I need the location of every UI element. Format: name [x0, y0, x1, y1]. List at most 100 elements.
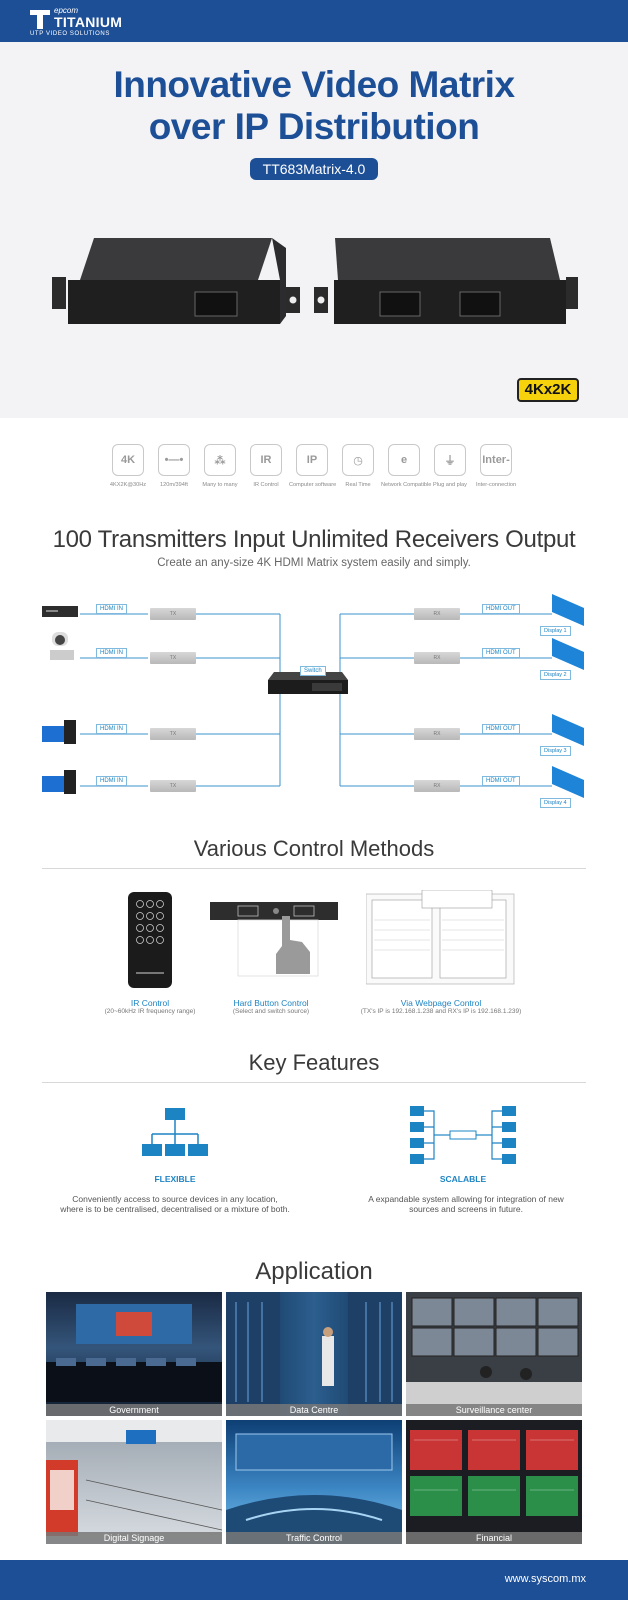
hard-button-icon: [210, 902, 338, 977]
titanium-logo-icon: [30, 10, 50, 29]
top-banner: epcom TITANIUM UTP VIDEO SOLUTIONS: [0, 0, 628, 42]
key-features-divider: [42, 1082, 586, 1083]
computer-icon-2: [42, 770, 76, 794]
app-tile-traffic-control: Traffic Control: [226, 1420, 402, 1544]
many-to-many-icon: ⁂: [204, 444, 236, 476]
app-caption-digital-signage: Digital Signage: [46, 1532, 222, 1544]
control-divider: [42, 868, 586, 869]
feature-item: IR IR Control: [243, 444, 289, 488]
rx-box-4: RX: [414, 780, 460, 792]
scalable-icon: [410, 1106, 516, 1164]
surveillance-photo: [406, 1297, 582, 1416]
bluray-player-icon: [42, 606, 78, 617]
tx-box-2: TX: [150, 652, 196, 664]
switch-tag: Switch: [300, 666, 326, 676]
model-badge: TT683Matrix-4.0: [250, 158, 378, 180]
feature-label: Many to many: [202, 482, 238, 488]
webpage-control-sub: (TX's IP is 192.168.1.238 and RX's IP is…: [360, 1008, 522, 1015]
hero-section: Innovative Video Matrix over IP Distribu…: [0, 42, 628, 418]
financial-photo: [410, 1430, 578, 1516]
hard-button-sub: (Select and switch source): [232, 1008, 310, 1015]
scalable-title: SCALABLE: [439, 1174, 487, 1184]
app-tile-government: Government: [46, 1292, 222, 1416]
feature-label: Computer software: [289, 482, 337, 488]
tx-box-1: TX: [150, 608, 196, 620]
tx-box-3: TX: [150, 728, 196, 740]
government-photo: [46, 1304, 222, 1402]
rx-box-2: RX: [414, 652, 460, 664]
scalable-desc: A expandable system allowing for integra…: [336, 1194, 596, 1214]
flexible-desc-line2: where is to be centralised, decentralise…: [60, 1204, 290, 1214]
feature-label: IR Control: [253, 482, 279, 488]
key-features-heading: Key Features: [248, 1050, 380, 1075]
footer-bar: www.syscom.mx: [0, 1560, 628, 1600]
display-label-3: Display 3: [540, 746, 571, 756]
digital-signage-photo: [46, 1420, 222, 1536]
app-tile-digital-signage: Digital Signage: [46, 1420, 222, 1544]
hdmi-in-tag-3: HDMI IN: [96, 724, 127, 734]
display-icon-4: [552, 766, 584, 798]
matrix-subtitle: Create an any-size 4K HDMI Matrix system…: [157, 557, 471, 569]
clock-icon: ◷: [342, 444, 374, 476]
feature-label: Network Compatible: [381, 482, 432, 488]
app-tile-data-centre: Data Centre: [226, 1292, 402, 1416]
brand-tagline: UTP VIDEO SOLUTIONS: [30, 31, 110, 37]
webpage-screenshot-icon: [366, 890, 515, 985]
scalable-desc-line2: sources and screens in future.: [409, 1204, 523, 1214]
feature-item: •—• 120m/394ft: [151, 444, 197, 488]
app-caption-data-centre: Data Centre: [226, 1404, 402, 1416]
browser-icon: e: [388, 444, 420, 476]
hdmi-out-tag-4: HDMI OUT: [482, 776, 520, 786]
plug-icon: ⏚: [434, 444, 466, 476]
webpage-control-label: Via Webpage Control: [400, 998, 482, 1008]
camera-icon: [50, 632, 74, 660]
4k-icon: 4K: [112, 444, 144, 476]
footer-url-link[interactable]: www.syscom.mx: [504, 1573, 586, 1585]
feature-item: ◷ Real Time: [335, 444, 381, 488]
diagram-lines: [42, 594, 584, 798]
cable-icon: •—•: [158, 444, 190, 476]
feature-label: 120m/394ft: [160, 482, 188, 488]
receiver-device: [314, 238, 578, 324]
transmitter-device: [52, 238, 300, 324]
display-label-2: Display 2: [540, 670, 571, 680]
feature-item: IP Computer software: [289, 444, 337, 488]
feature-item: ⁂ Many to many: [197, 444, 243, 488]
feature-item: Inter-Inter-connection: [473, 444, 519, 488]
app-caption-financial: Financial: [406, 1532, 582, 1544]
rx-box-1: RX: [414, 608, 460, 620]
display-label-1: Display 1: [540, 626, 571, 636]
product-image: [52, 238, 578, 324]
hdmi-in-tag-1: HDMI IN: [96, 604, 127, 614]
rx-box-3: RX: [414, 728, 460, 740]
tx-box-4: TX: [150, 780, 196, 792]
flexible-desc-line1: Conveniently access to source devices in…: [72, 1194, 278, 1204]
titanium-logo[interactable]: epcom TITANIUM UTP VIDEO SOLUTIONS: [30, 6, 122, 38]
application-heading: Application: [255, 1258, 373, 1285]
display-icon-1: [552, 594, 584, 626]
feature-label: Plug and play: [433, 482, 467, 488]
app-tile-surveillance: Surveillance center: [406, 1292, 582, 1416]
hdmi-in-tag-2: HDMI IN: [96, 648, 127, 658]
app-caption-traffic-control: Traffic Control: [226, 1532, 402, 1544]
ir-icon: IR: [250, 444, 282, 476]
computer-icon-1: [42, 720, 76, 744]
ip-icon: IP: [296, 444, 328, 476]
ir-remote-icon: [128, 892, 172, 988]
feature-item: ⏚ Plug and play: [427, 444, 473, 488]
feature-label: Real Time: [345, 482, 371, 488]
hero-title: Innovative Video Matrix over IP Distribu…: [0, 64, 628, 148]
control-heading: Various Control Methods: [193, 836, 435, 861]
flexible-icon: [142, 1108, 208, 1156]
display-icon-2: [552, 638, 584, 670]
4k-badge: 4Kx2K: [517, 378, 579, 402]
display-icon-3: [552, 714, 584, 746]
feature-label: Inter-connection: [475, 482, 517, 488]
flexible-title: FLEXIBLE: [154, 1174, 196, 1184]
hdmi-out-tag-2: HDMI OUT: [482, 648, 520, 658]
matrix-heading: 100 Transmitters Input Unlimited Receive…: [52, 526, 576, 553]
hero-title-line1: Innovative Video Matrix: [113, 64, 515, 105]
ir-control-sub: (20~60kHz IR frequency range): [104, 1008, 196, 1015]
